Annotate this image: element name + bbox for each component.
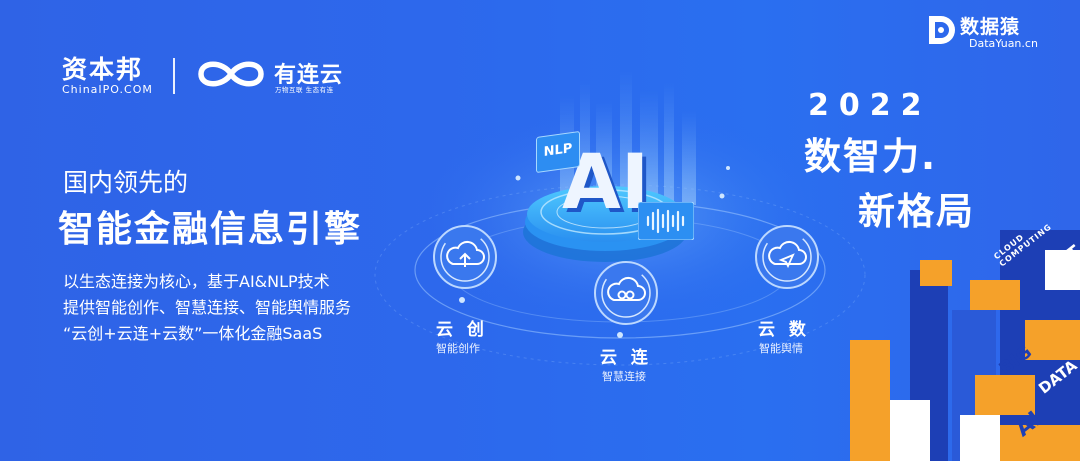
datayuan-name: 数据猿 [960,16,1021,38]
logo-divider [173,58,175,94]
node-title-yunlian: 云 连 [600,348,652,368]
event-year: 2022 [808,88,932,123]
intro-desc-line: “云创+云连+云数”一体化金融SaaS [63,324,323,343]
node-sub-yunlian: 智慧连接 [602,370,646,383]
intro-desc-line: 提供智能创作、智慧连接、智能舆情服务 [63,298,352,317]
node-sub-yunshu: 智能舆情 [759,342,803,355]
chinaipo-logo: 资本邦 [62,55,144,84]
cloud-link-icon [594,261,658,325]
node-title-yunchuang: 云 创 [436,320,488,340]
nlp-tag: NLP [536,130,580,174]
node-sub-yunchuang: 智能创作 [436,342,480,355]
intro-desc-line: 以生态连接为核心，基于AI&NLP技术 [63,272,330,291]
youlianyun-logo: 有连云 [274,63,344,88]
datayuan-url: DataYuan.cn [969,37,1038,50]
cloud-upload-icon [433,225,497,289]
intro-subtitle: 国内领先的 [63,168,189,197]
tech-blocks-decoration [850,230,1080,461]
datayuan-logo-icon [929,16,955,44]
event-slogan-line1: 数智力. [804,135,938,178]
event-slogan-line2: 新格局 [858,190,975,233]
infinity-icon [198,61,264,87]
nlp-label: NLP [543,140,573,161]
intro-headline: 智能金融信息引擎 [58,209,363,250]
voice-wave-icon [638,202,694,240]
node-title-yunshu: 云 数 [758,320,810,340]
chinaipo-url: ChinaIPO.COM [62,83,153,96]
cloud-send-icon [755,225,819,289]
youlianyun-slogan: 万物互联 生态有连 [275,86,334,94]
